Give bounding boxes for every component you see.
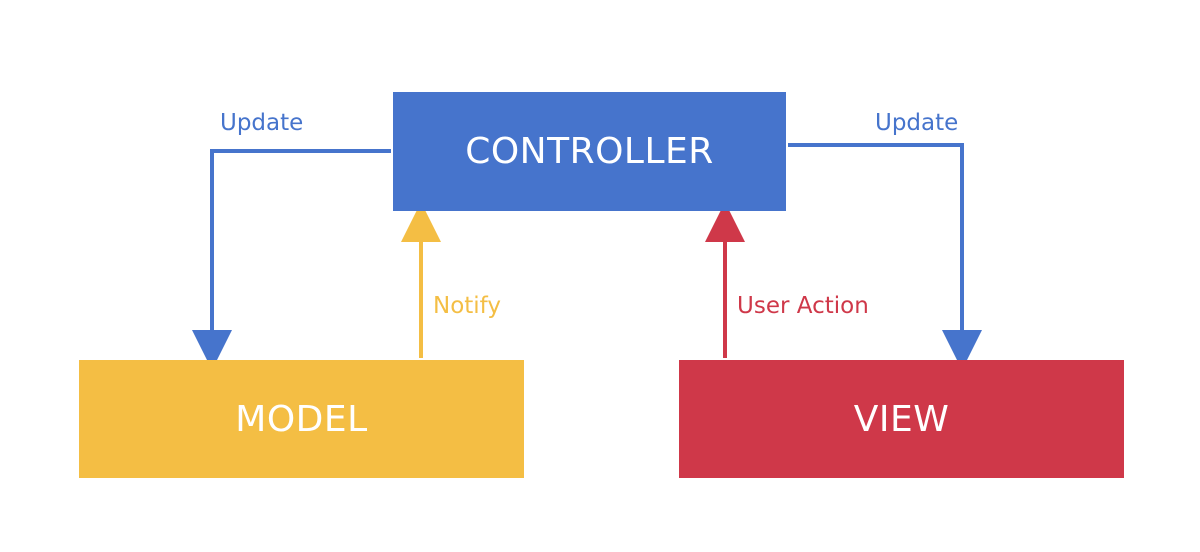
model-label: MODEL	[235, 398, 368, 440]
user-action-label: User Action	[737, 293, 869, 319]
notify-label: Notify	[433, 293, 501, 319]
view-label: VIEW	[853, 398, 950, 440]
view-box: VIEW	[679, 360, 1124, 478]
controller-box: CONTROLLER	[393, 92, 786, 211]
model-box: MODEL	[79, 360, 524, 478]
update-label-left: Update	[220, 110, 304, 136]
update-arrow-to-view	[788, 143, 982, 370]
update-label-right: Update	[875, 110, 959, 136]
update-arrow-to-model	[192, 149, 391, 370]
controller-label: CONTROLLER	[465, 131, 714, 172]
